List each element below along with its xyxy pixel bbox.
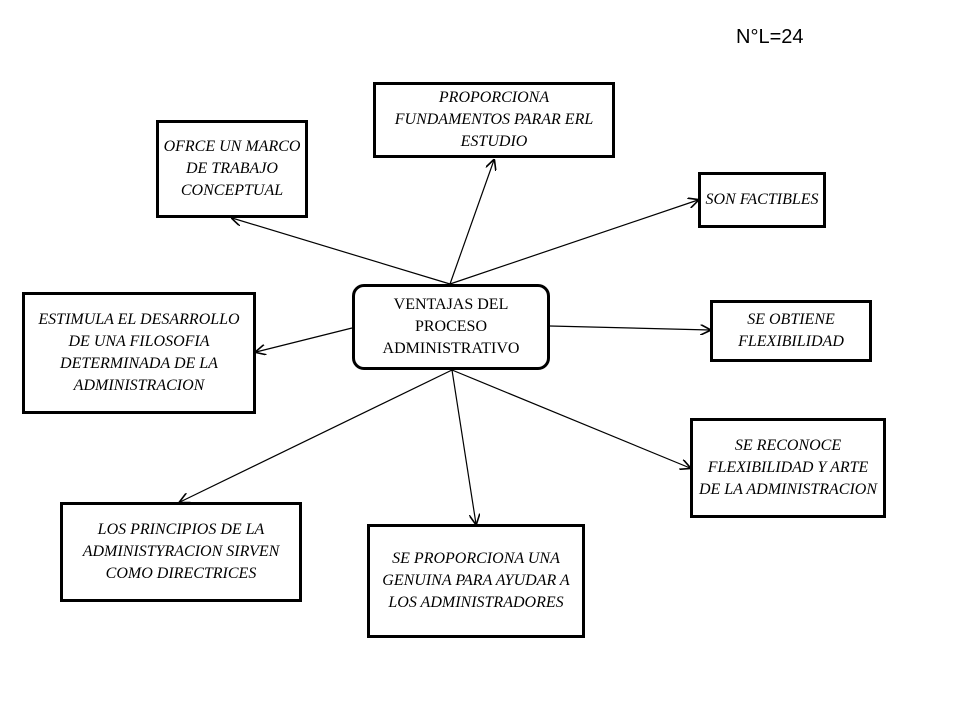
node-factibles: SON FACTIBLES [698, 172, 826, 228]
arrow-to-fundamentos [449, 160, 494, 285]
arrow-to-filosofia [256, 327, 353, 352]
node-obtiene: SE OBTIENE FLEXIBILIDAD [710, 300, 872, 362]
node-principios: LOS PRINCIPIOS DE LA ADMINISTYRACION SIR… [60, 502, 302, 602]
node-reconoce: SE RECONOCE FLEXIBILIDAD Y ARTE DE LA AD… [690, 418, 886, 518]
arrow-to-principios [180, 369, 453, 502]
node-filosofia-text: ESTIMULA EL DESARROLLO DE UNA FILOSOFIA … [38, 311, 240, 394]
node-reconoce-text: SE RECONOCE FLEXIBILIDAD Y ARTE DE LA AD… [698, 437, 878, 498]
node-genuina-text: SE PROPORCIONA UNA GENUINA PARA AYUDAR A… [382, 550, 570, 611]
arrow-to-genuina [451, 369, 476, 524]
central-node-text: VENTAJAS DEL PROCESO ADMINISTRATIVO [382, 296, 520, 357]
arrow-to-reconoce [451, 369, 690, 468]
node-factibles-text: SON FACTIBLES [705, 191, 819, 208]
node-marco: OFRCE UN MARCO DE TRABAJO CONCEPTUAL [156, 120, 308, 218]
node-filosofia: ESTIMULA EL DESARROLLO DE UNA FILOSOFIA … [22, 292, 256, 414]
node-fundamentos: PROPORCIONA FUNDAMENTOS PARAR ERL ESTUDI… [373, 82, 615, 158]
arrow-to-factibles [449, 200, 698, 285]
arrow-to-marco [232, 218, 451, 285]
node-principios-text: LOS PRINCIPIOS DE LA ADMINISTYRACION SIR… [82, 521, 280, 582]
node-marco-text: OFRCE UN MARCO DE TRABAJO CONCEPTUAL [163, 138, 301, 199]
central-node: VENTAJAS DEL PROCESO ADMINISTRATIVO [352, 284, 550, 370]
node-fundamentos-text: PROPORCIONA FUNDAMENTOS PARAR ERL ESTUDI… [394, 89, 594, 150]
node-obtiene-text: SE OBTIENE FLEXIBILIDAD [738, 311, 844, 350]
node-genuina: SE PROPORCIONA UNA GENUINA PARA AYUDAR A… [367, 524, 585, 638]
page-label: N°L=24 [736, 26, 804, 48]
arrow-to-obtiene [549, 326, 710, 330]
